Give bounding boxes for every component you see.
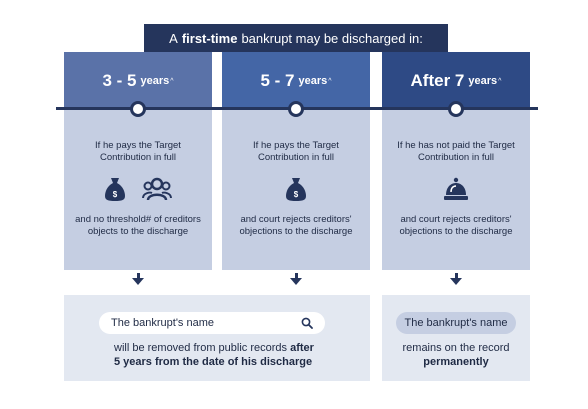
pill-text: The bankrupt's name <box>111 317 214 329</box>
column-body-5-7: If he pays the Target Contribution in fu… <box>222 110 370 270</box>
column-period: 5 - 7 <box>260 71 295 90</box>
court-bell-icon <box>443 176 469 206</box>
condition-icons <box>382 176 530 206</box>
condition-text-2: and no threshold# of creditors objects t… <box>75 214 201 237</box>
outcome-removed: The bankrupt's name will be removed from… <box>64 295 370 381</box>
down-arrow-stem <box>454 273 458 279</box>
condition-text: If he pays the Target Contribution in fu… <box>95 140 181 163</box>
outcome-text: will be removed from public records afte… <box>104 341 330 369</box>
title-prefix: A <box>169 30 178 46</box>
down-arrow-icon <box>290 278 302 285</box>
column-caret: ^ <box>328 77 332 85</box>
down-arrow-stem <box>136 273 140 279</box>
condition-icons: $ <box>222 176 370 206</box>
svg-text:$: $ <box>113 190 118 199</box>
timeline-dot <box>288 101 304 117</box>
column-header-after-7: After 7 years ^ <box>382 52 530 110</box>
pill-text: The bankrupt's name <box>404 317 508 329</box>
money-bag-icon: $ <box>285 176 307 206</box>
name-pill: The bankrupt's name <box>396 312 516 334</box>
name-search-pill: The bankrupt's name <box>99 312 325 334</box>
outcome-text-bold: after <box>290 342 314 354</box>
down-arrow-stem <box>294 273 298 279</box>
column-period: After 7 <box>410 71 465 90</box>
outcome-text-bold-2: 5 years from the date of his discharge <box>114 356 313 368</box>
outcome-text-main: remains on the record <box>402 342 510 354</box>
down-arrow-icon <box>132 278 144 285</box>
money-bag-icon: $ <box>104 176 126 206</box>
column-header-5-7: 5 - 7 years ^ <box>222 52 370 110</box>
search-icon <box>301 317 313 332</box>
timeline-dot <box>130 101 146 117</box>
condition-icons: $ <box>64 176 212 206</box>
column-unit: years <box>298 75 328 87</box>
creditors-group-icon <box>142 176 172 206</box>
column-body-after-7: If he has not paid the Target Contributi… <box>382 110 530 270</box>
outcome-text: remains on the record permanently <box>390 341 522 369</box>
outcome-text-main: will be removed from public records <box>114 342 288 354</box>
outcome-permanent: The bankrupt's name remains on the recor… <box>382 295 530 381</box>
timeline-dot <box>448 101 464 117</box>
down-arrow-icon <box>450 278 462 285</box>
condition-text-2: and court rejects creditors' objections … <box>399 214 513 237</box>
column-caret: ^ <box>498 77 502 85</box>
title-bold: first-time <box>181 30 238 46</box>
column-period: 3 - 5 <box>102 71 137 90</box>
condition-text-2: and court rejects creditors' objections … <box>239 214 353 237</box>
column-unit: years <box>468 75 498 87</box>
outcome-text-bold: permanently <box>423 356 489 368</box>
column-unit: years <box>140 75 170 87</box>
condition-text: If he pays the Target Contribution in fu… <box>253 140 339 163</box>
condition-text: If he has not paid the Target Contributi… <box>397 140 515 163</box>
title-suffix: bankrupt may be discharged in: <box>241 30 423 46</box>
svg-text:$: $ <box>294 190 299 199</box>
column-caret: ^ <box>170 77 174 85</box>
diagram-title: A first-time bankrupt may be discharged … <box>144 24 448 52</box>
column-body-3-5: If he pays the Target Contribution in fu… <box>64 110 212 270</box>
column-header-3-5: 3 - 5 years ^ <box>64 52 212 110</box>
